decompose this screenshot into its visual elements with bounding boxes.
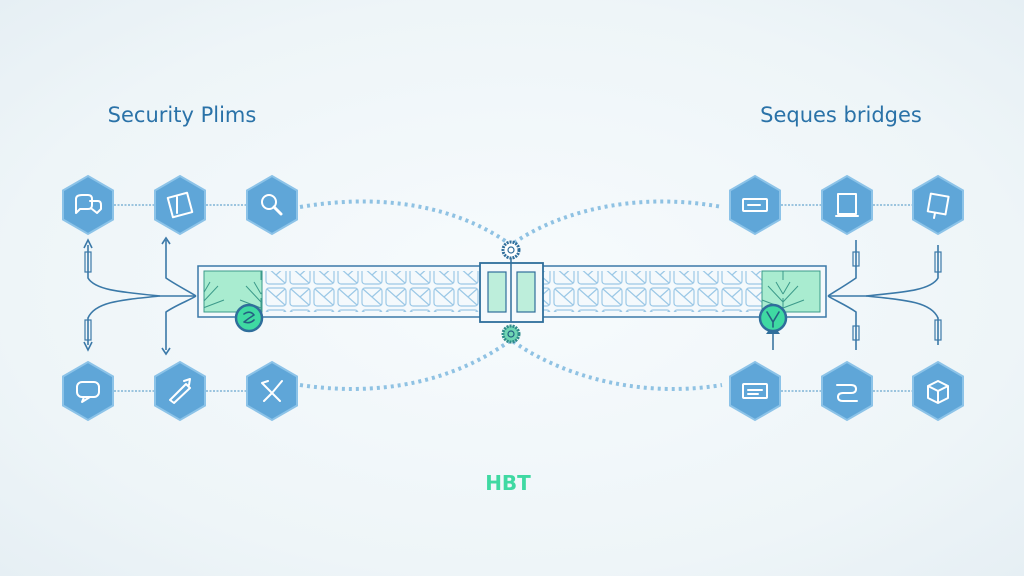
network-icon <box>261 380 283 402</box>
hex-node-document[interactable] <box>154 175 206 235</box>
dashed-connections <box>299 199 723 391</box>
link-icon <box>836 384 858 402</box>
hex-node-card[interactable] <box>729 175 781 235</box>
chat-icon <box>75 194 102 214</box>
document-icon <box>166 191 194 219</box>
left-group-title: Security Plims <box>108 103 257 127</box>
right-group-title: Seques bridges <box>760 103 922 127</box>
card-icon <box>742 383 768 399</box>
footer-label: HBT <box>485 471 531 495</box>
top-gear <box>501 240 521 260</box>
search-icon <box>261 194 283 216</box>
hex-node-link[interactable] <box>821 361 873 421</box>
hex-node-search[interactable] <box>246 175 298 235</box>
hex-node-file[interactable] <box>912 175 964 235</box>
bridge-bar <box>197 258 827 323</box>
hex-node-speech[interactable] <box>62 361 114 421</box>
left-badge <box>234 303 264 333</box>
hex-node-box[interactable] <box>912 361 964 421</box>
tool-icon <box>169 378 191 404</box>
hex-links <box>114 204 913 392</box>
hex-node-tool[interactable] <box>154 361 206 421</box>
file-icon <box>926 192 950 219</box>
hex-node-network[interactable] <box>246 361 298 421</box>
hex-node-tablet[interactable] <box>821 175 873 235</box>
tablet-icon <box>835 193 859 217</box>
box-icon <box>927 380 949 404</box>
card-icon <box>742 198 768 212</box>
right-badge <box>758 303 788 350</box>
bottom-gear <box>501 324 521 344</box>
hex-node-card-2[interactable] <box>729 361 781 421</box>
left-flow-arrows <box>83 236 197 356</box>
right-flow-arrows <box>827 240 942 350</box>
speech-bubble-icon <box>76 381 100 403</box>
hex-node-chat[interactable] <box>62 175 114 235</box>
